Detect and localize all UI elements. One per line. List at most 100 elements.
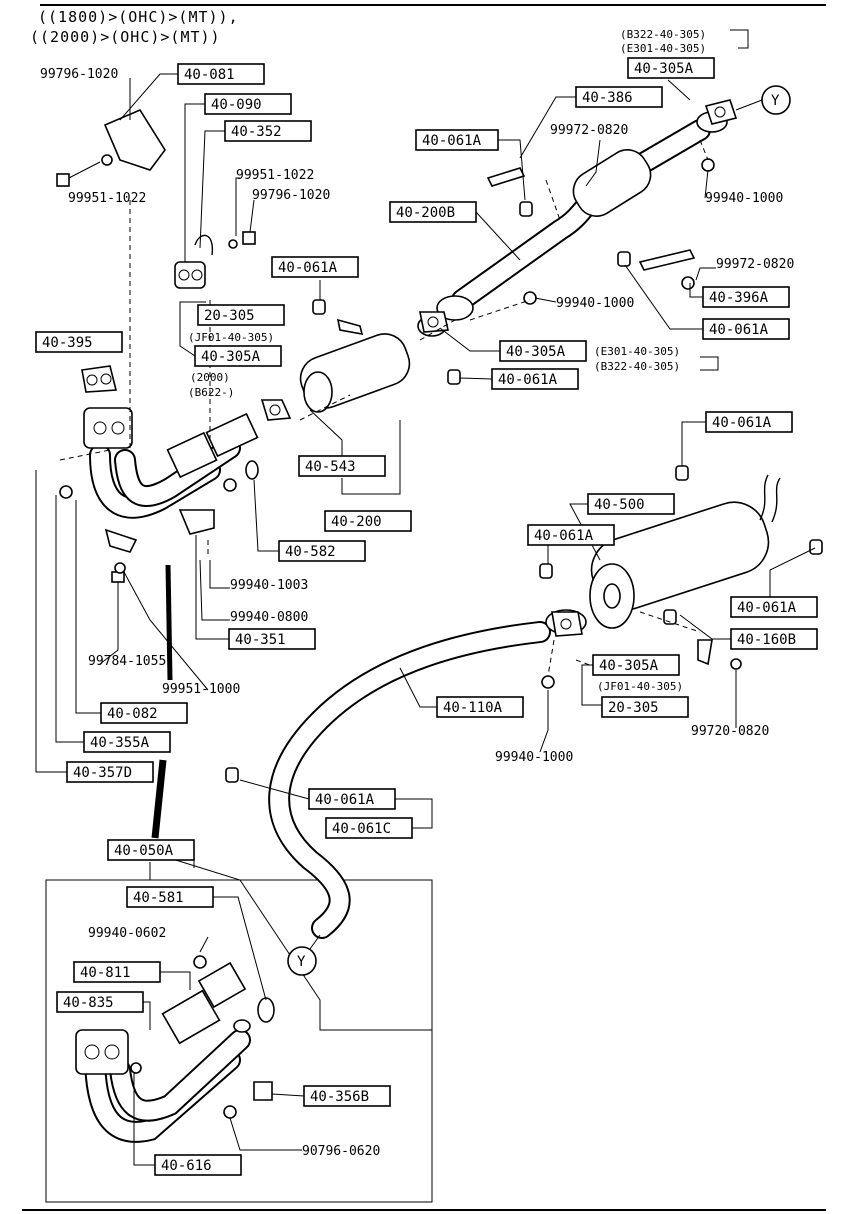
- callout-label-40-386: 40-386: [575, 86, 663, 108]
- label-box: [592, 654, 680, 676]
- label-box: [325, 817, 413, 839]
- label-text: 20-305: [204, 308, 255, 324]
- callout-label-40-061a: 40-061A: [705, 411, 793, 433]
- label-box: [197, 304, 285, 326]
- label-text: 40-061A: [315, 792, 375, 808]
- part-number-90796-0620: 90796-0620: [302, 1144, 380, 1159]
- label-text: 40-356B: [310, 1089, 369, 1105]
- callout-label-40-582: 40-582: [278, 540, 366, 562]
- part-number-2000: (2000): [190, 371, 230, 384]
- label-box: [702, 318, 790, 340]
- callout-label-40-543: 40-543: [298, 455, 386, 477]
- label-text: 40-543: [305, 459, 356, 475]
- label-text: 40-835: [63, 995, 114, 1011]
- callout-label-40-811: 40-811: [73, 961, 161, 983]
- label-box: [177, 63, 265, 85]
- label-text: 40-110A: [443, 700, 503, 716]
- main-silencer-40-500: [545, 474, 781, 635]
- callout-label-40-160b: 40-160B: [730, 628, 818, 650]
- label-box: [224, 120, 312, 142]
- callout-label-40-305a: 40-305A: [592, 654, 680, 676]
- part-number-b322-40-305: (B322-40-305): [594, 360, 680, 373]
- label-box: [298, 455, 386, 477]
- y-callout-lower: [287, 946, 317, 976]
- label-box: [107, 839, 195, 861]
- exhaust-manifold-inset: [75, 961, 275, 1143]
- hangers-and-nuts: [59, 158, 823, 1119]
- part-number-99940-1000: 99940-1000: [556, 296, 634, 311]
- callout-label-40-081: 40-081: [177, 63, 265, 85]
- part-number-99784-1055: 99784-1055: [88, 654, 166, 669]
- exhaust-manifold-main: [83, 407, 259, 519]
- label-text: 40-352: [231, 124, 282, 140]
- label-box: [278, 540, 366, 562]
- label-text: 40-305A: [599, 658, 659, 674]
- label-text: 40-200B: [396, 205, 455, 221]
- label-text: 40-082: [107, 706, 158, 722]
- label-text: 40-200: [331, 514, 382, 530]
- callout-label-40-200: 40-200: [324, 510, 412, 532]
- callout-label-40-581: 40-581: [126, 886, 214, 908]
- callout-label-40-090: 40-090: [204, 93, 292, 115]
- label-text: 40-061A: [422, 133, 482, 149]
- reference-callouts: Y Y: [287, 85, 791, 976]
- callout-label-40-351: 40-351: [228, 628, 316, 650]
- part-number-99940-0602: 99940-0602: [88, 926, 166, 941]
- y-callout-lower-text: Y: [297, 954, 306, 970]
- part-number-99940-1000: 99940-1000: [705, 191, 783, 206]
- part-number-99951-1022: 99951-1022: [236, 168, 314, 183]
- part-number-b322-40-305: (B322-40-305): [620, 28, 706, 41]
- gasket-40-305A-main: [260, 99, 738, 637]
- gasket-40-395: [81, 365, 118, 393]
- label-box: [83, 731, 171, 753]
- label-box: [730, 596, 818, 618]
- label-text: 40-061A: [498, 372, 558, 388]
- label-text: 40-355A: [90, 735, 150, 751]
- label-text: 40-581: [133, 890, 184, 906]
- label-text: 40-061A: [712, 415, 772, 431]
- label-text: 40-061A: [534, 528, 594, 544]
- label-box: [499, 340, 587, 362]
- callout-label-40-616: 40-616: [154, 1154, 242, 1176]
- part-number-99796-1020: 99796-1020: [40, 67, 118, 82]
- callout-label-40-061a: 40-061A: [527, 524, 615, 546]
- label-box: [324, 510, 412, 532]
- callout-label-40-082: 40-082: [100, 702, 188, 724]
- part-number-99720-0820: 99720-0820: [691, 724, 769, 739]
- label-box: [56, 991, 144, 1013]
- callout-label-40-395: 40-395: [35, 331, 123, 353]
- part-number-99972-0820: 99972-0820: [550, 123, 628, 138]
- label-box: [389, 201, 477, 223]
- exhaust-pipe-40-110A: [268, 621, 551, 939]
- callout-label-40-305a: 40-305A: [194, 345, 282, 367]
- callout-label-40-061a: 40-061A: [491, 368, 579, 390]
- part-number-99951-1000: 99951-1000: [162, 682, 240, 697]
- part-number-b622-: (B622-): [188, 386, 234, 399]
- label-text: 40-500: [594, 497, 645, 513]
- label-text: 20-305: [608, 700, 659, 716]
- callout-label-40-110a: 40-110A: [436, 696, 524, 718]
- part-number-99940-1000: 99940-1000: [495, 750, 573, 765]
- label-text: 40-616: [161, 1158, 212, 1174]
- label-text: 40-050A: [114, 843, 174, 859]
- callout-label-20-305: 20-305: [197, 304, 285, 326]
- part-number-99972-0820: 99972-0820: [716, 257, 794, 272]
- rubber-hanger-40-090: [174, 231, 256, 289]
- label-box: [601, 696, 689, 718]
- callout-label-20-305: 20-305: [601, 696, 689, 718]
- header-line-2: ((2000)>(OHC)>(MT)): [30, 28, 221, 46]
- label-text: 40-351: [235, 632, 286, 648]
- label-box: [308, 788, 396, 810]
- callout-label-40-061a: 40-061A: [271, 256, 359, 278]
- label-box: [204, 93, 292, 115]
- label-box: [100, 702, 188, 724]
- label-box: [627, 57, 715, 79]
- label-text: 40-396A: [709, 290, 769, 306]
- callout-label-40-357d: 40-357D: [66, 761, 154, 783]
- part-number-e301-40-305: (E301-40-305): [620, 42, 706, 55]
- label-box: [126, 886, 214, 908]
- alignment-lines: [59, 139, 709, 677]
- label-box: [527, 524, 615, 546]
- callout-label-40-352: 40-352: [224, 120, 312, 142]
- label-box: [702, 286, 790, 308]
